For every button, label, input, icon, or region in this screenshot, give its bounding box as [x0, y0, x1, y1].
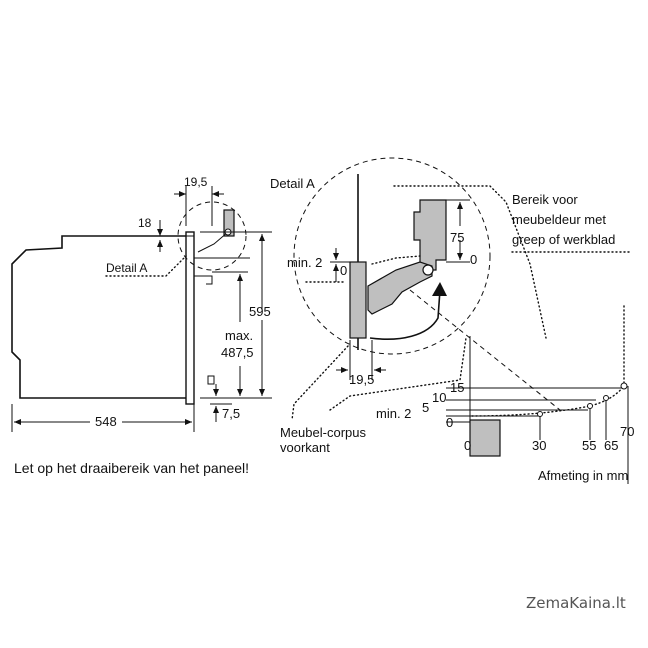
reach-label-line2: meubeldeur met: [512, 212, 606, 227]
dim-487-5-label: 487,5: [221, 345, 254, 360]
dim-19-5-top-label: 19,5: [184, 175, 208, 189]
dim-548-label: 548: [95, 414, 117, 429]
detail-a-large-label: Detail A: [270, 176, 315, 191]
oven-foot: [207, 375, 215, 385]
scale-15-label: 15: [450, 380, 464, 395]
scale-0-bottom-label: 0: [464, 438, 471, 453]
oven-handle: [194, 275, 213, 285]
rotation-warning-note: Let op het draaibereik van het paneel!: [14, 460, 249, 476]
dim-595-label: 595: [249, 304, 271, 319]
scale-55-label: 55: [582, 438, 596, 453]
dim-0-left-label: 0: [340, 263, 347, 278]
detail-a-small-leader: [105, 255, 187, 277]
oven-body-outline: [11, 235, 186, 399]
arc-point-65: [603, 395, 609, 401]
cabinet-label-line1: Meubel-corpus: [280, 425, 366, 440]
scale-10-label: 10: [432, 390, 446, 405]
dim-7-5-label: 7,5: [222, 406, 240, 421]
arc-point-30: [537, 411, 543, 417]
detail-a-small-label: Detail A: [106, 261, 147, 275]
oven-side-view: 19,5 18 Detail A 595 max. 487,5 7,5 548: [11, 175, 272, 432]
scale-5-label: 5: [422, 400, 429, 415]
detail-a-enlarged: Detail A 75 0 min. 2 0 19,5: [270, 157, 561, 455]
panel-swing-path: [371, 255, 421, 265]
scale-65-label: 65: [604, 438, 618, 453]
reach-label-line3: greep of werkblad: [512, 232, 615, 247]
dim-min2-left-label: min. 2: [287, 255, 322, 270]
detail-a-circle-small: [177, 201, 247, 271]
hinge-pivot: [422, 264, 434, 276]
watermark: ZemaKaina.lt: [526, 594, 626, 612]
reach-arc: [471, 385, 625, 417]
scale-0-label: 0: [446, 415, 453, 430]
arc-point-55: [587, 403, 593, 409]
scale-min2-label: min. 2: [376, 406, 411, 421]
reach-label-line1: Bereik voor: [512, 192, 578, 207]
cabinet-leader-2: [329, 337, 467, 411]
scale-70-label: 70: [620, 424, 634, 439]
cabinet-leader: [291, 345, 349, 421]
reach-leader: [393, 185, 547, 339]
dim-0-right-label: 0: [470, 252, 477, 267]
dim-18-label: 18: [138, 216, 152, 230]
oven-front-panel: [185, 231, 195, 405]
rotation-arrow-head: [432, 282, 447, 296]
cabinet-block: [469, 419, 501, 457]
dim-max-label: max.: [225, 328, 253, 343]
reach-area: Bereik voor meubeldeur met greep of werk…: [376, 185, 634, 484]
upper-bracket: [413, 199, 447, 271]
hinge-arm: [367, 261, 433, 315]
cabinet-label-line2: voorkant: [280, 440, 330, 455]
detail-front-panel: [349, 261, 367, 339]
small-bracket: [223, 209, 235, 237]
scale-30-label: 30: [532, 438, 546, 453]
arc-point-70: [620, 382, 628, 390]
unit-note: Afmeting in mm: [538, 468, 628, 483]
detail-a-circle-large: [293, 157, 491, 355]
dim-75-label: 75: [450, 230, 464, 245]
small-hinge-arm: [197, 231, 229, 253]
rotation-arrow: [369, 289, 441, 340]
dim-19-5-bottom-label: 19,5: [349, 372, 374, 387]
